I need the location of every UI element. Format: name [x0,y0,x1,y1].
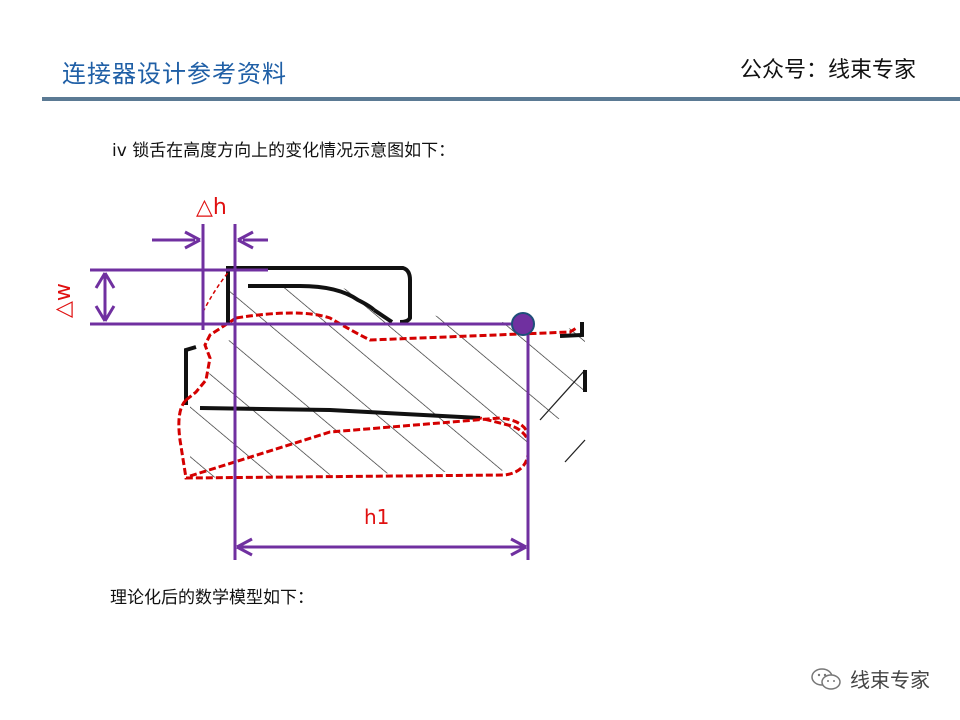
label-delta-h: △h [196,195,227,220]
account-label: 公众号：线束专家 [739,58,916,83]
housing-body [190,285,586,478]
dimension-lines [90,224,530,560]
watermark: 线束专家 [810,664,930,693]
watermark-text: 线束专家 [850,668,930,692]
wechat-icon [811,667,841,690]
header-divider [42,97,960,101]
label-h1: h1 [364,505,389,529]
page-title: 连接器设计参考资料 [62,60,287,88]
housing-outline [184,266,587,420]
model-caption: 理论化后的数学模型如下： [110,588,314,608]
latch-outline [177,269,579,480]
contact-point [511,312,535,336]
label-delta-w: △w [51,283,76,318]
figure-caption: iv 锁舌在高度方向上的变化情况示意图如下： [112,141,456,161]
